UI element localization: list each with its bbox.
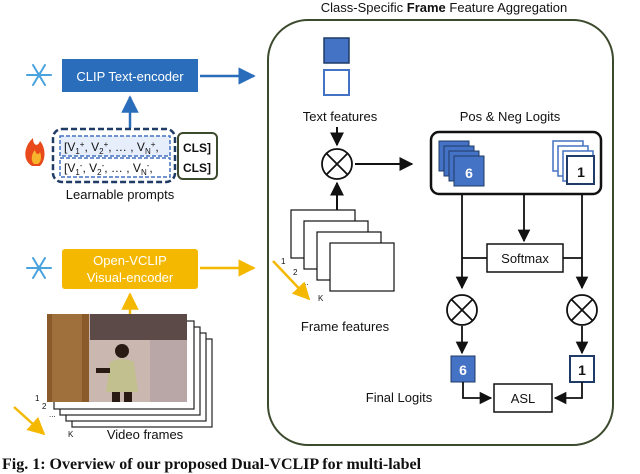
frame-index-arrow bbox=[13, 406, 46, 436]
positive-logits-stack bbox=[438, 140, 485, 187]
video-frames-stack bbox=[47, 314, 213, 428]
video-frames-label: Video frames bbox=[107, 427, 184, 442]
cls-token-negative: CLS] bbox=[183, 161, 211, 175]
figure-caption: Fig. 1: Overview of our proposed Dual-VC… bbox=[2, 456, 422, 473]
prompt-negative-tokens: [V1-, V2-, … , VN-, bbox=[64, 161, 153, 177]
prompt-negative-box bbox=[59, 157, 171, 178]
snowflake-icon bbox=[26, 64, 52, 86]
frame-index-2: 2 bbox=[42, 402, 47, 411]
cls-token-positive: CLS] bbox=[183, 141, 211, 155]
flame-icon bbox=[25, 138, 45, 166]
aggregation-panel bbox=[267, 19, 614, 446]
pos-to-asl-arrow bbox=[462, 382, 493, 405]
prompt-positive-box bbox=[59, 135, 171, 157]
negative-logits-stack bbox=[552, 140, 595, 185]
multiply-icon bbox=[446, 294, 478, 326]
snowflake-icon bbox=[26, 257, 52, 279]
final-positive-logit bbox=[450, 355, 476, 383]
pos-neg-logits-label: Pos & Neg Logits bbox=[460, 109, 561, 124]
multiply-icon bbox=[321, 148, 353, 180]
frame-features-stack bbox=[290, 209, 395, 292]
video-frame-image bbox=[47, 314, 187, 402]
feature-index-2: 2 bbox=[293, 268, 298, 277]
positive-logits-count: 6 bbox=[465, 165, 473, 181]
neg-to-asl-arrow bbox=[553, 382, 583, 405]
positive-text-feature bbox=[323, 37, 350, 64]
open-vclip-visual-encoder bbox=[62, 249, 198, 289]
frame-features-label: Frame features bbox=[301, 319, 390, 334]
asl-box bbox=[493, 383, 553, 413]
cls-token-box bbox=[177, 132, 218, 180]
feature-index-1: 1 bbox=[281, 257, 286, 266]
final-negative-count: 1 bbox=[578, 362, 586, 378]
feature-index-k: K bbox=[318, 294, 324, 303]
learnable-prompts-label: Learnable prompts bbox=[66, 187, 175, 202]
multiply-icon bbox=[566, 294, 598, 326]
final-positive-count: 6 bbox=[459, 362, 467, 378]
feature-index-dots: ... bbox=[302, 278, 309, 287]
frame-index-1: 1 bbox=[35, 394, 40, 403]
negative-logits-count: 1 bbox=[577, 164, 585, 180]
final-logits-label: Final Logits bbox=[366, 390, 433, 405]
visual-encoder-line1: Open-VCLIP bbox=[93, 253, 167, 268]
frame-index-dots: ... bbox=[49, 410, 56, 419]
asl-label: ASL bbox=[511, 391, 536, 406]
softmax-label: Softmax bbox=[501, 251, 549, 266]
text-features-label: Text features bbox=[303, 109, 378, 124]
final-negative-logit bbox=[569, 355, 595, 383]
clip-text-encoder-label: CLIP Text-encoder bbox=[76, 69, 184, 84]
visual-encoder-line2: Visual-encoder bbox=[87, 270, 174, 285]
aggregation-title: Class-Specific Frame Feature Aggregation bbox=[321, 0, 567, 15]
prompt-positive-tokens: [V1+, V2+, … , VN+, bbox=[64, 140, 159, 156]
frame-index-k: K bbox=[68, 430, 74, 439]
negative-text-feature bbox=[323, 69, 350, 96]
feature-index-arrow bbox=[272, 260, 311, 301]
clip-text-encoder bbox=[62, 59, 198, 92]
